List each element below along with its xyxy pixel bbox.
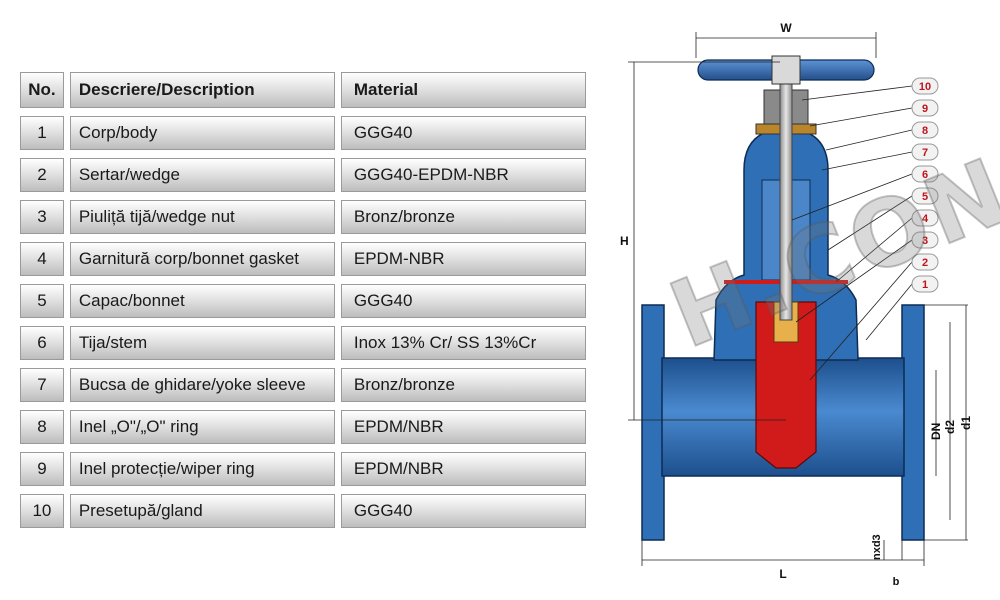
- valve-cross-section: 10 9 8 7 6 5 4 3 2 1 W H L b DN d2 d1 nx…: [620, 21, 973, 588]
- row-description: Inel protecție/wiper ring: [69, 452, 335, 486]
- gate-valve-diagram: 10 9 8 7 6 5 4 3 2 1 W H L b DN d2 d1 nx…: [596, 0, 1000, 600]
- row-no: 9: [20, 452, 64, 486]
- table-row: 8 Inel „O"/„O" ring EPDM/NBR: [20, 410, 586, 444]
- header-description: Descriere/Description: [69, 72, 335, 108]
- row-description: Sertar/wedge: [69, 158, 335, 192]
- table-row: 9 Inel protecție/wiper ring EPDM/NBR: [20, 452, 586, 486]
- callout-8: 8: [922, 125, 928, 137]
- callout-10: 10: [919, 81, 931, 93]
- dimension-lines: [628, 32, 968, 566]
- callout-9: 9: [922, 103, 928, 115]
- dim-nxd3-label: nxd3: [871, 534, 883, 560]
- row-material: EPDM-NBR: [340, 242, 586, 276]
- row-no: 10: [20, 494, 64, 528]
- row-no: 2: [20, 158, 64, 192]
- handwheel-hub: [771, 55, 801, 85]
- row-no: 3: [20, 200, 64, 234]
- header-material: Material: [340, 72, 586, 108]
- table-row: 10 Presetupă/gland GGG40: [20, 494, 586, 528]
- table-row: 2 Sertar/wedge GGG40-EPDM-NBR: [20, 158, 586, 192]
- callout-4: 4: [922, 213, 929, 225]
- table-row: 4 Garnitură corp/bonnet gasket EPDM-NBR: [20, 242, 586, 276]
- callout-7: 7: [922, 147, 928, 159]
- right-flange: [901, 304, 925, 541]
- row-description: Capac/bonnet: [69, 284, 335, 318]
- dim-b-label: b: [893, 576, 900, 588]
- row-material: Bronz/bronze: [340, 368, 586, 402]
- dim-w-label: W: [780, 21, 792, 35]
- callout-3: 3: [922, 235, 928, 247]
- row-material: GGG40: [340, 284, 586, 318]
- callout-6: 6: [922, 169, 928, 181]
- row-description: Garnitură corp/bonnet gasket: [69, 242, 335, 276]
- table-row: 6 Tija/stem Inox 13% Cr/ SS 13%Cr: [20, 326, 586, 360]
- row-material: GGG40: [340, 116, 586, 150]
- dim-l-label: L: [779, 567, 786, 581]
- table-row: 5 Capac/bonnet GGG40: [20, 284, 586, 318]
- row-no: 1: [20, 116, 64, 150]
- left-flange: [641, 304, 665, 541]
- row-no: 4: [20, 242, 64, 276]
- row-material: GGG40-EPDM-NBR: [340, 158, 586, 192]
- row-description: Presetupă/gland: [69, 494, 335, 528]
- callout-2: 2: [922, 257, 928, 269]
- row-no: 6: [20, 326, 64, 360]
- dim-d1-label: d1: [959, 416, 973, 430]
- dim-h-label: H: [620, 234, 629, 248]
- row-material: Bronz/bronze: [340, 200, 586, 234]
- row-description: Inel „O"/„O" ring: [69, 410, 335, 444]
- table-header-row: No. Descriere/Description Material: [20, 72, 586, 108]
- row-material: EPDM/NBR: [340, 452, 586, 486]
- callout-leaders: [791, 85, 913, 381]
- table-row: 7 Bucsa de ghidare/yoke sleeve Bronz/bro…: [20, 368, 586, 402]
- row-description: Bucsa de ghidare/yoke sleeve: [69, 368, 335, 402]
- wedge: [755, 301, 817, 469]
- row-no: 5: [20, 284, 64, 318]
- table-row: 1 Corp/body GGG40: [20, 116, 586, 150]
- row-no: 7: [20, 368, 64, 402]
- row-material: EPDM/NBR: [340, 410, 586, 444]
- table-row: 3 Piuliță tijă/wedge nut Bronz/bronze: [20, 200, 586, 234]
- parts-table: No. Descriere/Description Material 1 Cor…: [20, 72, 586, 536]
- header-no: No.: [20, 72, 64, 108]
- row-material: GGG40: [340, 494, 586, 528]
- row-material: Inox 13% Cr/ SS 13%Cr: [340, 326, 586, 360]
- row-no: 8: [20, 410, 64, 444]
- callouts: [911, 77, 939, 293]
- callout-5: 5: [922, 191, 928, 203]
- row-description: Corp/body: [69, 116, 335, 150]
- dim-d2-label: d2: [943, 420, 957, 434]
- callout-1: 1: [922, 279, 928, 291]
- dim-dn-label: DN: [929, 423, 943, 440]
- row-description: Piuliță tijă/wedge nut: [69, 200, 335, 234]
- row-description: Tija/stem: [69, 326, 335, 360]
